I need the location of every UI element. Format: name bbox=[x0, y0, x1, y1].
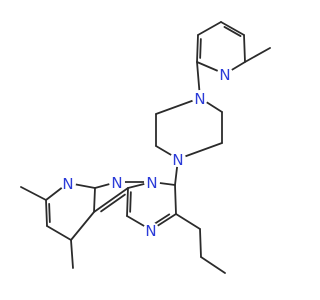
bond-line bbox=[93, 187, 129, 213]
bond-line bbox=[70, 239, 74, 269]
bond-line bbox=[174, 184, 177, 215]
pyrimidine-nitrogen-label: N bbox=[145, 222, 156, 240]
piperazine-nitrogen-top-label: N bbox=[194, 90, 205, 108]
molecule-structure: N N N N N N N bbox=[20, 21, 271, 274]
bond-line bbox=[126, 187, 129, 217]
pyridine-nitrogen-label: N bbox=[219, 66, 230, 84]
bond-line bbox=[199, 228, 202, 258]
atom-label-layer: N N N N N N N bbox=[60, 66, 233, 240]
bond-line bbox=[93, 187, 96, 213]
double-bond-line bbox=[100, 193, 126, 213]
bond-line bbox=[200, 256, 226, 274]
bond-line bbox=[70, 211, 95, 241]
piperazine-nitrogen-bottom-label: N bbox=[172, 151, 183, 169]
bond-line bbox=[244, 47, 271, 63]
double-bond-line bbox=[129, 191, 132, 213]
pyrazole-nitrogen-label: N bbox=[111, 174, 122, 192]
double-bond-line bbox=[199, 38, 202, 59]
bond-line bbox=[197, 21, 222, 36]
fused-pyridine-nitrogen-label: N bbox=[62, 175, 73, 193]
bond-line bbox=[175, 213, 201, 230]
bond-line bbox=[196, 34, 199, 63]
double-bond-line bbox=[223, 26, 242, 37]
bond-line bbox=[45, 199, 48, 227]
bridgehead-nitrogen-label: N bbox=[146, 174, 157, 192]
bond-line bbox=[220, 21, 245, 36]
double-bond-line bbox=[48, 202, 51, 224]
bond-line bbox=[20, 186, 47, 201]
molecule-canvas: N N N N N N N bbox=[20, 21, 271, 274]
bond-line bbox=[46, 225, 72, 241]
bond-line bbox=[243, 34, 246, 63]
